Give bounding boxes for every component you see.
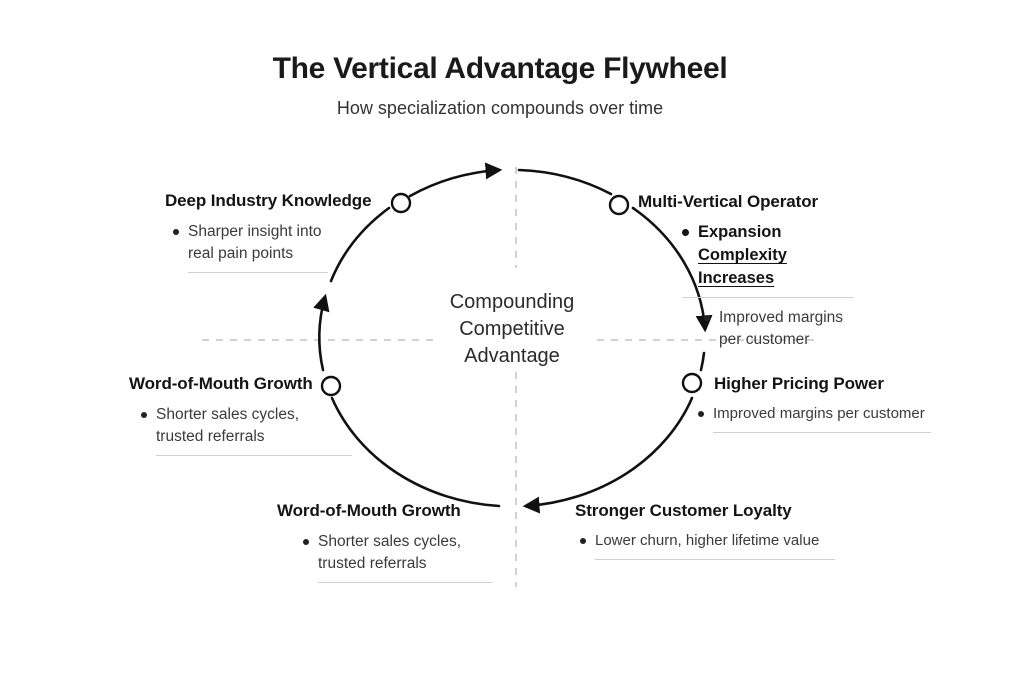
stage-heading: Stronger Customer Loyalty xyxy=(575,501,792,520)
stage-bullet: Improved margins per customer xyxy=(698,403,958,433)
stage-bullet-text: Improved margins per customer xyxy=(713,403,931,433)
stage-stronger-customer-loyalty: Stronger Customer Loyalty Lower churn, h… xyxy=(575,501,875,560)
bullet-dot-icon xyxy=(580,538,586,544)
flywheel-node-deep-industry-knowledge xyxy=(390,192,412,214)
flywheel-arc-bottom-left xyxy=(330,396,501,508)
center-label-line: Competitive xyxy=(459,318,565,340)
stage-bullet: Lower churn, higher lifetime value xyxy=(580,530,875,560)
stage-bullet-text: Improved margins per customer xyxy=(719,309,844,348)
flywheel-arc-right-stub xyxy=(699,351,706,372)
stage-bullet-text: Shorter sales cycles, trusted referrals xyxy=(318,531,492,583)
flywheel-arc-upper-left xyxy=(329,206,391,283)
stage-bullet: Shorter sales cycles, trusted referrals xyxy=(141,404,369,456)
flywheel-node-multi-vertical-operator xyxy=(608,194,630,216)
flywheel-arc-right xyxy=(631,206,713,333)
stage-bullet: Sharper insight into real pain points xyxy=(173,221,397,273)
center-label-line: Advantage xyxy=(464,345,560,367)
flywheel-node-word-of-mouth-growth xyxy=(320,375,342,397)
stage-sub-bullet: Improved margins per customer xyxy=(704,307,938,351)
stage-heading: Word-of-Mouth Growth xyxy=(277,501,461,520)
stage-heading: Higher Pricing Power xyxy=(714,374,884,393)
center-label-line: Compounding xyxy=(449,291,575,313)
stage-bullet-text: Lower churn, higher lifetime value xyxy=(595,530,835,560)
stage-heading: Multi-Vertical Operator xyxy=(638,192,819,211)
bullet-dot-icon xyxy=(682,229,689,236)
flywheel-node-higher-pricing-power xyxy=(681,372,703,394)
bullet-dot-icon xyxy=(698,411,704,417)
stage-word-of-mouth-growth-bottom: Word-of-Mouth Growth Shorter sales cycle… xyxy=(277,501,507,583)
stage-bold-bullet: Expansion Complexity Increases xyxy=(682,221,854,298)
flywheel-arc-left xyxy=(313,293,330,372)
bullet-dot-icon xyxy=(704,315,710,321)
stage-heading: Word-of-Mouth Growth xyxy=(129,374,313,393)
stage-bullet-text: Shorter sales cycles, trusted referrals xyxy=(156,404,352,456)
stage-bullet-text: Expansion Complexity Increases xyxy=(698,223,787,287)
stage-word-of-mouth-growth-left: Word-of-Mouth Growth Shorter sales cycle… xyxy=(129,374,369,456)
stage-multi-vertical-operator: Multi-Vertical Operator Expansion Comple… xyxy=(638,192,938,351)
bullet-dot-icon xyxy=(141,412,147,418)
page-title: The Vertical Advantage Flywheel xyxy=(272,52,728,85)
stage-deep-industry-knowledge: Deep Industry Knowledge Sharper insight … xyxy=(165,191,397,273)
bullet-dot-icon xyxy=(303,539,309,545)
flywheel-arc-top xyxy=(408,162,503,198)
page-subtitle: How specialization compounds over time xyxy=(336,98,664,118)
stage-bullet-text: Sharper insight into real pain points xyxy=(188,221,328,273)
diagram-header: The Vertical Advantage Flywheel How spec… xyxy=(0,52,1000,119)
flywheel-arc-bottom-right xyxy=(522,396,694,514)
center-label: Compounding Competitive Advantage xyxy=(412,289,612,370)
bullet-dot-icon xyxy=(173,229,179,235)
stage-heading: Deep Industry Knowledge xyxy=(165,191,372,210)
stage-higher-pricing-power: Higher Pricing Power Improved margins pe… xyxy=(698,374,958,433)
stage-bullet: Shorter sales cycles, trusted referrals xyxy=(303,531,507,583)
flywheel-arc-upper-right xyxy=(517,168,613,196)
